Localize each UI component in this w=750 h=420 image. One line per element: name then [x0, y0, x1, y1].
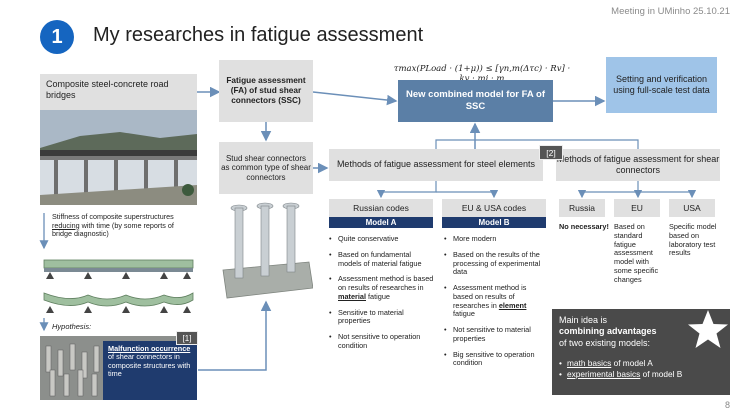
meeting-label: Meeting in UMinho 25.10.21 [611, 6, 730, 17]
road-bridges-box: Composite steel-concrete road bridges [40, 74, 197, 110]
list-item: Assessment method is based on results of… [329, 274, 435, 301]
model-a-tag: Model A [329, 217, 433, 228]
page-number: 8 [724, 400, 730, 410]
new-model-box: New combined model for FA of SSC [398, 80, 553, 122]
stud-connectors-photo [219, 200, 314, 300]
list-item: Assessment method is based on results of… [444, 283, 548, 319]
methods-shear-box: Methods of fatigue assessment for shear … [556, 149, 720, 181]
arrow-steel-to-russian [376, 181, 437, 199]
setting-verification-box: Setting and verification using full-scal… [606, 57, 717, 113]
list-item: Based on fundamental models of material … [329, 250, 435, 269]
main-idea-box: Main idea is combining advantages of two… [552, 309, 730, 395]
list-item: experimental basics of model B [559, 369, 723, 380]
star-icon [686, 308, 730, 352]
list-item: Quite conservative [329, 234, 435, 244]
russia-text: No necessary! [559, 222, 609, 231]
reference-2-badge: [2] [539, 145, 563, 160]
russia-header: Russia [559, 199, 605, 217]
list-item: math basics of model A [559, 358, 723, 369]
malfunction-box: Malfunction occurrence of shear connecto… [103, 341, 197, 400]
list-item: Based on the results of the processing o… [444, 250, 548, 277]
reference-1-badge: [1] [176, 331, 198, 345]
slide-number-badge: 1 [40, 20, 74, 54]
fatigue-assessment-box: Fatigue assessment (FA) of stud shear co… [219, 60, 313, 122]
list-item: More modern [444, 234, 548, 244]
usa-header: USA [669, 199, 715, 217]
list-item: Big sensitive to operation condition [444, 350, 548, 369]
arrow-malfunction-to-studs [198, 300, 272, 371]
fatigue-formula: τmax(PLoad · (1+μ)) ≤ [γn,m(Δτc) · Rv] ·… [393, 64, 571, 84]
arrow-steel-to-eu [436, 189, 499, 199]
arrow-shear-to-russia [577, 181, 639, 199]
model-a-list: Quite conservative Based on fundamental … [329, 234, 435, 358]
methods-steel-box: Methods of fatigue assessment for steel … [329, 149, 543, 181]
arrow-fa-to-model [312, 91, 398, 106]
usa-text: Specific model based on laboratory test … [669, 222, 717, 258]
stiffness-note: Stiffness of composite superstructures r… [52, 212, 174, 239]
eu-text: Based on standard fatigue assessment mod… [614, 222, 659, 284]
hypothesis-label: Hypothesis: [52, 322, 92, 331]
list-item: Sensitive to material properties [329, 308, 435, 327]
bridge-photo [40, 110, 197, 205]
russian-codes-header: Russian codes [329, 199, 433, 217]
model-b-list: More modern Based on the results of the … [444, 234, 548, 375]
eu-header: EU [614, 199, 660, 217]
list-item: Not sensitive to operation condition [329, 332, 435, 351]
deflected-beam-diagram [40, 287, 197, 317]
list-item: Not sensitive to material properties [444, 325, 548, 344]
arrow-shear-to-usa [638, 189, 697, 199]
model-b-tag: Model B [442, 217, 546, 228]
eu-usa-codes-header: EU & USA codes [442, 199, 546, 217]
line-methods-bracket [435, 139, 639, 149]
straight-beam-diagram [40, 255, 197, 283]
slide-title: My researches in fatigue assessment [93, 24, 424, 46]
stud-connectors-box: Stud shear connectors as common type of … [219, 142, 313, 194]
